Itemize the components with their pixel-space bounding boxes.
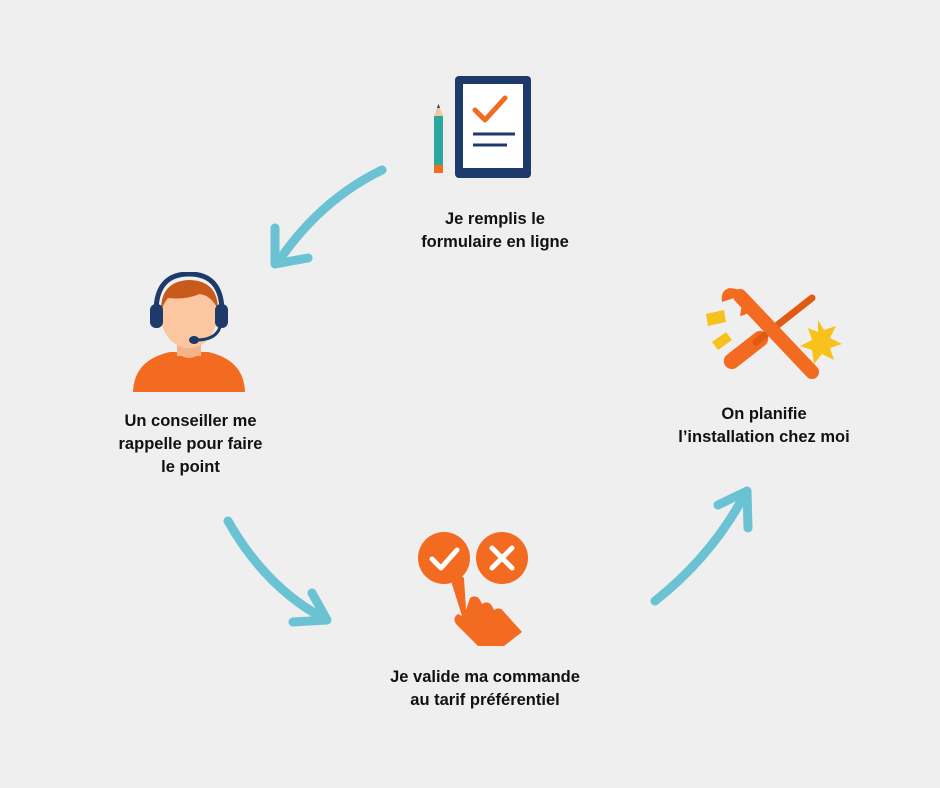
step-validate-label: Je valide ma commande au tarif préférent… xyxy=(390,668,580,709)
form-checklist-icon xyxy=(425,72,540,182)
tools-icon xyxy=(700,284,850,384)
arrow-advisor-to-validate xyxy=(223,516,330,624)
headset-advisor-icon xyxy=(130,271,248,394)
step-form-label: Je remplis le formulaire en ligne xyxy=(421,210,569,251)
step-advisor-label: Un conseiller me rappelle pour faire le … xyxy=(118,412,263,476)
arrow-validate-to-install xyxy=(650,489,750,606)
step-install-label: On planifie l’installation chez moi xyxy=(678,405,850,446)
validate-click-icon xyxy=(412,528,532,648)
arrow-form-to-advisor xyxy=(273,165,387,267)
